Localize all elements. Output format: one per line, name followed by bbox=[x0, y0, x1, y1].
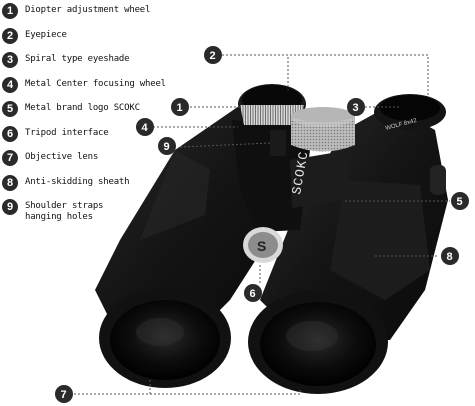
leader-lines bbox=[73, 54, 450, 395]
brand-logo-plate: SCOKC bbox=[289, 150, 350, 208]
legend-label: Eyepiece bbox=[25, 29, 67, 40]
legend-item-objective: 7 Objective lens bbox=[2, 149, 172, 174]
legend-item-diopter: 1 Diopter adjustment wheel bbox=[2, 2, 172, 27]
legend-item-tripod: 6 Tripod interface bbox=[2, 125, 172, 150]
center-focusing-wheel bbox=[291, 107, 355, 152]
right-objective-lens bbox=[260, 302, 376, 386]
callout-6: 6 bbox=[244, 284, 262, 302]
legend-item-eyepiece: 2 Eyepiece bbox=[2, 27, 172, 52]
center-bridge bbox=[232, 120, 310, 232]
svg-text:6: 6 bbox=[250, 288, 256, 300]
left-objective-lens bbox=[110, 300, 220, 380]
callout-2: 2 bbox=[204, 46, 222, 64]
legend-label: Shoulder straps hanging holes bbox=[25, 201, 104, 222]
svg-text:S: S bbox=[257, 238, 266, 254]
legend-item-strap-holes: 9 Shoulder straps hanging holes bbox=[2, 198, 172, 230]
callout-8: 8 bbox=[441, 247, 459, 265]
legend-item-eyeshade: 3 Spiral type eyeshade bbox=[2, 51, 172, 76]
legend-label: Tripod interface bbox=[25, 127, 109, 138]
legend-number-badge: 5 bbox=[2, 101, 18, 117]
callout-3: 3 bbox=[347, 98, 365, 116]
legend-label: Metal Center focusing wheel bbox=[25, 78, 166, 89]
strap-hole bbox=[270, 130, 286, 156]
legend-number-badge: 1 bbox=[2, 3, 18, 19]
svg-text:3: 3 bbox=[353, 102, 359, 114]
anti-skidding-sheath bbox=[330, 180, 430, 300]
legend-number-badge: 7 bbox=[2, 150, 18, 166]
legend-item-focus-wheel: 4 Metal Center focusing wheel bbox=[2, 76, 172, 101]
legend-label: Metal brand logo SCOKC bbox=[25, 103, 140, 113]
callout-9: 9 bbox=[158, 137, 176, 155]
legend-item-logo: 5 Metal brand logo SCOKC bbox=[2, 100, 172, 125]
legend-item-sheath: 8 Anti-skidding sheath bbox=[2, 174, 172, 199]
legend-label: Spiral type eyeshade bbox=[25, 54, 130, 64]
svg-text:1: 1 bbox=[177, 102, 183, 114]
svg-text:2: 2 bbox=[210, 50, 216, 62]
legend-number-badge: 8 bbox=[2, 174, 18, 191]
svg-text:5: 5 bbox=[457, 196, 463, 208]
callout-7: 7 bbox=[55, 385, 73, 403]
diopter-wheel bbox=[240, 105, 304, 125]
legend-number-badge: 9 bbox=[2, 199, 18, 215]
svg-text:4: 4 bbox=[142, 122, 149, 134]
legend-label: Anti-skidding sheath bbox=[25, 176, 130, 187]
svg-text:9: 9 bbox=[164, 141, 170, 153]
legend-list: 1 Diopter adjustment wheel 2 Eyepiece 3 … bbox=[2, 2, 172, 230]
legend-label: Objective lens bbox=[25, 152, 99, 162]
legend-number-badge: 6 bbox=[2, 125, 18, 142]
strap-lug bbox=[430, 165, 446, 195]
right-barrel bbox=[248, 105, 448, 394]
callout-5: 5 bbox=[451, 192, 469, 210]
legend-number-badge: 2 bbox=[2, 27, 18, 44]
legend-label: Diopter adjustment wheel bbox=[25, 5, 151, 15]
legend-number-badge: 4 bbox=[2, 76, 18, 93]
svg-text:7: 7 bbox=[61, 389, 67, 401]
legend-number-badge: 3 bbox=[2, 52, 18, 68]
callout-1: 1 bbox=[171, 98, 189, 116]
right-eyepiece: WOLF 8x42 bbox=[374, 94, 446, 132]
tripod-interface: S bbox=[243, 227, 283, 263]
left-eyepiece bbox=[238, 84, 306, 125]
callout-4: 4 bbox=[136, 118, 154, 136]
svg-text:8: 8 bbox=[447, 251, 453, 263]
